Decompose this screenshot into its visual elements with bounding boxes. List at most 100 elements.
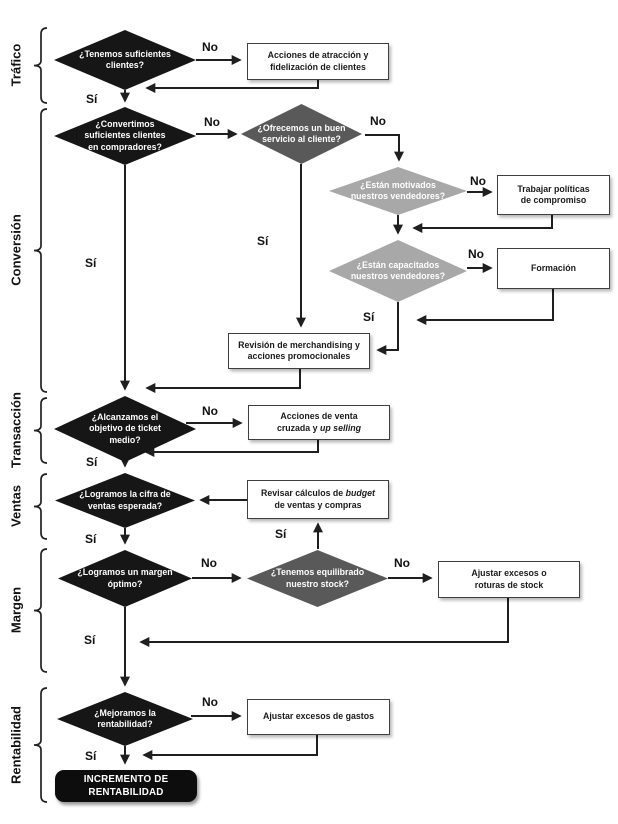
edge-label-si: Sí: [85, 749, 97, 763]
node-text-line: INCREMENTO DE: [83, 773, 169, 785]
action-politicas-compromiso: Trabajar políticas de compromiso: [497, 175, 610, 215]
action-venta-cruzada-upselling: Acciones de venta cruzada y up selling: [248, 405, 390, 440]
node-text: Ajustar excesos o roturas de stock: [468, 567, 549, 592]
node-text-line: nuestro stock?: [285, 578, 350, 589]
decision-stock-equilibrado: ¿Tenemos equilibrado nuestro stock?: [247, 550, 388, 607]
edge-label-no: No: [468, 247, 484, 261]
connector-line: [139, 596, 509, 647]
section-label-conversion: Conversión: [8, 214, 24, 286]
edge-label-si: Sí: [84, 633, 96, 647]
node-text: ¿Tenemos suficientes clientes?: [79, 49, 171, 72]
node-text-line: Ajustar excesos o: [471, 568, 547, 579]
node-text-line: ¿Mejoramos la: [94, 707, 156, 718]
decision-margen-optimo: ¿Logramos un margen óptimo?: [58, 550, 192, 607]
section-label-trafico: Tráfico: [8, 43, 24, 87]
edge-label-no: No: [202, 695, 218, 709]
connector-line: [412, 213, 553, 233]
edge-label-no: No: [202, 404, 218, 418]
edge-label-no: No: [370, 114, 386, 128]
section-brace: [33, 687, 48, 803]
node-text-line: Revisión de merchandising y: [238, 339, 360, 350]
section-label-transaccion: Transacción: [8, 392, 24, 468]
connector-line: [142, 733, 318, 760]
node-text-line: rentabilidad?: [97, 719, 153, 729]
action-formacion: Formación: [497, 248, 610, 289]
decision-convertimos-compradores: ¿Convertimos suficientes clientes en com…: [54, 107, 196, 165]
decision-suficientes-clientes: ¿Tenemos suficientes clientes?: [54, 30, 196, 90]
edge-label-no: No: [204, 115, 220, 129]
connector-line: [376, 302, 399, 355]
action-ajustar-gastos: Ajustar excesos de gastos: [247, 699, 390, 735]
section-brace: [33, 548, 48, 673]
node-text-line: ¿Logramos un margen: [77, 567, 173, 578]
node-text: Revisar cálculos de budget de ventas y c…: [258, 487, 378, 512]
node-text-line: ¿Tenemos equilibrado: [270, 567, 365, 578]
node-text-line: de compromiso: [520, 195, 587, 205]
action-ajustar-stock: Ajustar excesos o roturas de stock: [438, 561, 580, 598]
node-text: ¿Logramos un margen óptimo?: [77, 567, 172, 590]
node-text-line: nuestros vendedores?: [350, 191, 446, 201]
node-text: ¿Ofrecemos un buen servicio al cliente?: [258, 123, 346, 146]
node-text: ¿Están motivados nuestros vendedores?: [351, 180, 445, 203]
connectors: [120, 55, 554, 765]
section-brace: [33, 108, 48, 393]
connector-line: [144, 438, 319, 457]
node-text-line: Acciones de venta: [280, 411, 358, 422]
node-text: ¿Mejoramos la rentabilidad?: [94, 708, 156, 731]
node-text: Acciones de atracción y fidelización de …: [265, 49, 372, 74]
edge-label-si: Sí: [257, 234, 269, 248]
node-text-line: ¿Tenemos suficientes: [79, 48, 171, 59]
node-text-line: RENTABILIDAD: [88, 787, 164, 798]
node-text-line: cruzada y up selling: [277, 423, 361, 434]
decision-mejoramos-rentabilidad: ¿Mejoramos la rentabilidad?: [57, 692, 193, 746]
node-text-part-italic: budget: [345, 488, 375, 499]
node-text-line: Acciones de atracción y: [267, 50, 369, 61]
node-text: ¿Logramos la cifra de ventas esperada?: [79, 489, 170, 512]
decision-vendedores-capacitados: ¿Están capacitados nuestros vendedores?: [329, 240, 467, 302]
section-brace: [33, 397, 48, 464]
edge-label-si: Sí: [85, 532, 97, 546]
node-text-line: clientes?: [105, 60, 145, 70]
node-text-line: medio?: [109, 434, 141, 445]
node-text-line: Formación: [531, 262, 576, 273]
node-text-line: fidelización de clientes: [270, 61, 366, 72]
section-brace: [33, 473, 48, 540]
node-text: ¿Tenemos equilibrado nuestro stock?: [271, 567, 364, 590]
node-text: Formación: [528, 262, 579, 275]
terminal-incremento-rentabilidad: INCREMENTO DE RENTABILIDAD: [55, 770, 197, 802]
connector-line: [365, 134, 404, 162]
edge-label-no: No: [470, 174, 486, 188]
node-text: Revisión de merchandising y acciones pro…: [235, 339, 363, 364]
node-text-part: Revisar cálculos de: [261, 488, 346, 499]
edge-label-no: No: [201, 556, 217, 570]
node-text-line: en compradores?: [88, 141, 162, 152]
node-text-line: Revisar cálculos de budget: [261, 488, 375, 499]
action-atraccion-fidelizacion: Acciones de atracción y fidelización de …: [247, 43, 389, 80]
node-text-line: roturas de stock: [474, 579, 544, 590]
connector-line: [145, 367, 301, 393]
decision-buen-servicio: ¿Ofrecemos un buen servicio al cliente?: [241, 104, 362, 164]
node-text-line: servicio al cliente?: [262, 134, 341, 144]
node-text-line: suficientes clientes: [84, 130, 166, 141]
node-text: ¿Convertimos suficientes clientes en com…: [84, 119, 165, 153]
node-text-line: Ajustar excesos de gastos: [263, 711, 374, 722]
node-text-line: ¿Logramos la cifra de: [79, 489, 171, 500]
edge-label-no: No: [202, 40, 218, 54]
section-braces: [33, 27, 48, 803]
node-text-line: ¿Están motivados: [360, 179, 436, 190]
node-text-line: acciones promocionales: [247, 351, 351, 361]
node-text-line: ¿Convertimos: [95, 118, 155, 129]
edge-label-si: Sí: [86, 455, 98, 469]
node-text-line: ¿Ofrecemos un buen: [257, 122, 346, 133]
node-text: Acciones de venta cruzada y up selling: [274, 410, 364, 435]
node-text: Trabajar políticas de compromiso: [514, 183, 592, 208]
node-text-line: ventas esperada?: [87, 500, 163, 511]
node-text-line: Trabajar políticas: [517, 183, 590, 194]
action-revision-merchandising: Revisión de merchandising y acciones pro…: [228, 333, 370, 369]
edge-label-no: No: [394, 556, 410, 570]
node-text-part-italic: up selling: [319, 422, 362, 433]
node-text-line: de ventas y compras: [274, 499, 362, 510]
section-label-rentabilidad: Rentabilidad: [8, 705, 24, 785]
